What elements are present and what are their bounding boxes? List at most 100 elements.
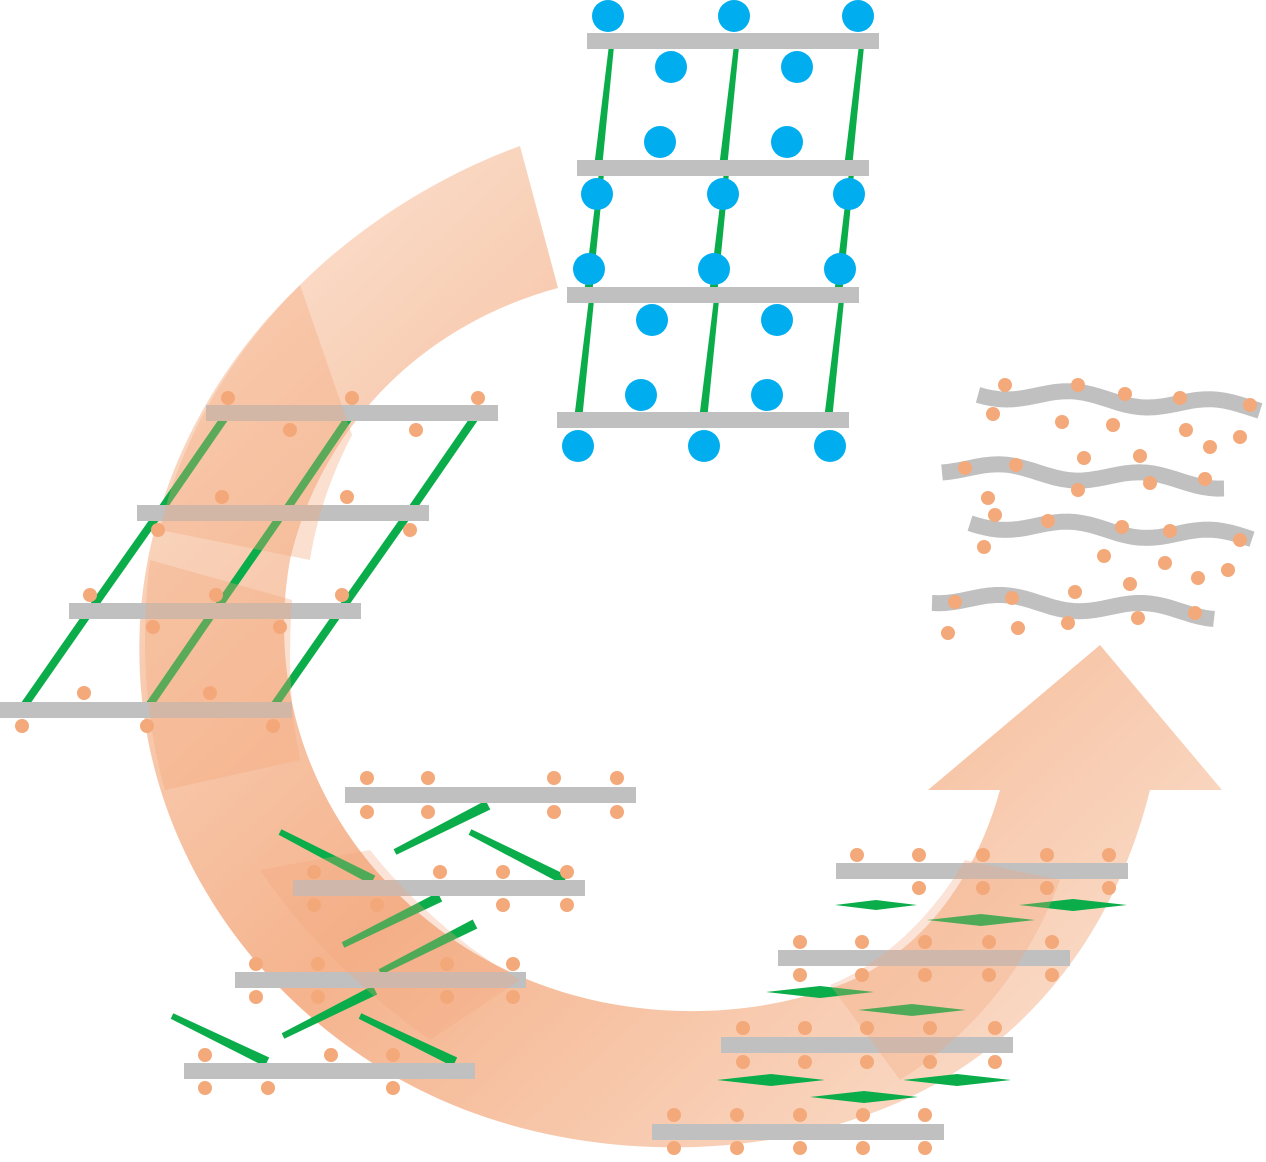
crosslink bbox=[86, 510, 163, 614]
orange-node bbox=[273, 620, 287, 634]
backbone-bar bbox=[587, 33, 879, 49]
backbone-bar bbox=[778, 950, 1070, 966]
orange-node bbox=[386, 1048, 400, 1062]
arrow-overlay-lower bbox=[260, 850, 520, 1040]
blue-node bbox=[698, 253, 730, 285]
blue-node bbox=[625, 379, 657, 411]
orange-node bbox=[730, 1141, 744, 1155]
backbone-bar bbox=[557, 412, 849, 428]
orange-node bbox=[203, 686, 217, 700]
arrow-overlay-upper bbox=[160, 285, 352, 560]
arrow-overlay-br bbox=[830, 860, 1060, 1080]
blue-node bbox=[655, 51, 687, 83]
wavy-chain bbox=[975, 383, 1263, 419]
orange-node bbox=[918, 1108, 932, 1122]
orange-node bbox=[1102, 881, 1116, 895]
orange-node bbox=[209, 588, 223, 602]
crosslink bbox=[405, 410, 482, 516]
orange-node bbox=[1040, 848, 1054, 862]
orange-node bbox=[798, 1055, 812, 1069]
orange-node bbox=[1188, 606, 1202, 620]
orange-node bbox=[1041, 514, 1055, 528]
orange-node bbox=[1191, 571, 1205, 585]
crosslink bbox=[211, 510, 287, 614]
crosslink bbox=[378, 919, 478, 975]
orange-node bbox=[1040, 881, 1054, 895]
crosslink bbox=[281, 985, 378, 1039]
orange-node bbox=[798, 1021, 812, 1035]
orange-node bbox=[860, 1021, 874, 1035]
crosslink-spindle bbox=[766, 986, 874, 998]
orange-node bbox=[1131, 611, 1145, 625]
orange-node bbox=[215, 490, 229, 504]
orange-node bbox=[409, 423, 423, 437]
crosslink bbox=[170, 1013, 270, 1067]
orange-node bbox=[198, 1048, 212, 1062]
crosslink-spindle bbox=[858, 1004, 966, 1016]
orange-node bbox=[506, 957, 520, 971]
orange-node bbox=[998, 378, 1012, 392]
orange-node bbox=[471, 391, 485, 405]
blue-node bbox=[761, 304, 793, 336]
blue-node bbox=[842, 0, 874, 32]
wavy-chain bbox=[967, 513, 1255, 547]
orange-node bbox=[610, 771, 624, 785]
orange-node bbox=[1097, 549, 1111, 563]
crosslink bbox=[155, 410, 232, 516]
orange-node bbox=[1198, 472, 1212, 486]
orange-node bbox=[912, 881, 926, 895]
orange-node bbox=[976, 848, 990, 862]
blue-node bbox=[833, 178, 865, 210]
blue-node bbox=[814, 430, 846, 462]
backbone-bar bbox=[345, 787, 636, 803]
orange-node bbox=[1055, 415, 1069, 429]
orange-node bbox=[249, 990, 263, 1004]
crosslink bbox=[336, 510, 413, 614]
backbone-bar bbox=[0, 702, 292, 718]
orange-node bbox=[941, 626, 955, 640]
orange-node bbox=[1045, 968, 1059, 982]
orange-node bbox=[1203, 440, 1217, 454]
backbone-bar bbox=[235, 972, 526, 988]
orange-node bbox=[506, 990, 520, 1004]
orange-node bbox=[1221, 563, 1235, 577]
orange-node bbox=[307, 865, 321, 879]
orange-node bbox=[283, 423, 297, 437]
orange-node bbox=[855, 935, 869, 949]
wavy-chain bbox=[931, 587, 1215, 627]
crosslink bbox=[719, 40, 740, 169]
orange-node bbox=[986, 407, 1000, 421]
orange-node bbox=[736, 1021, 750, 1035]
crosslink bbox=[278, 829, 376, 885]
orange-node bbox=[83, 588, 97, 602]
orange-node bbox=[311, 990, 325, 1004]
blue-node bbox=[707, 178, 739, 210]
orange-node bbox=[360, 771, 374, 785]
orange-node bbox=[1173, 391, 1187, 405]
crosslink bbox=[574, 294, 595, 421]
orange-node bbox=[547, 771, 561, 785]
crosslink bbox=[393, 800, 491, 855]
orange-node bbox=[1077, 451, 1091, 465]
orange-node bbox=[311, 957, 325, 971]
orange-node bbox=[948, 595, 962, 609]
backbone-bar bbox=[652, 1124, 944, 1140]
orange-node bbox=[1071, 378, 1085, 392]
orange-node bbox=[403, 523, 417, 537]
crosslink bbox=[267, 608, 344, 713]
orange-node bbox=[307, 898, 321, 912]
orange-node bbox=[324, 1048, 338, 1062]
backbone-bar bbox=[184, 1063, 475, 1079]
orange-node bbox=[793, 968, 807, 982]
crosslink bbox=[17, 608, 94, 713]
orange-node bbox=[918, 935, 932, 949]
orange-node bbox=[982, 935, 996, 949]
crosslink bbox=[844, 40, 865, 169]
orange-node bbox=[1106, 418, 1120, 432]
crosslink-spindle bbox=[835, 900, 917, 910]
orange-node bbox=[261, 1081, 275, 1095]
blue-node bbox=[562, 430, 594, 462]
crosslink bbox=[468, 829, 568, 885]
orange-node bbox=[1102, 848, 1116, 862]
orange-node bbox=[1143, 476, 1157, 490]
